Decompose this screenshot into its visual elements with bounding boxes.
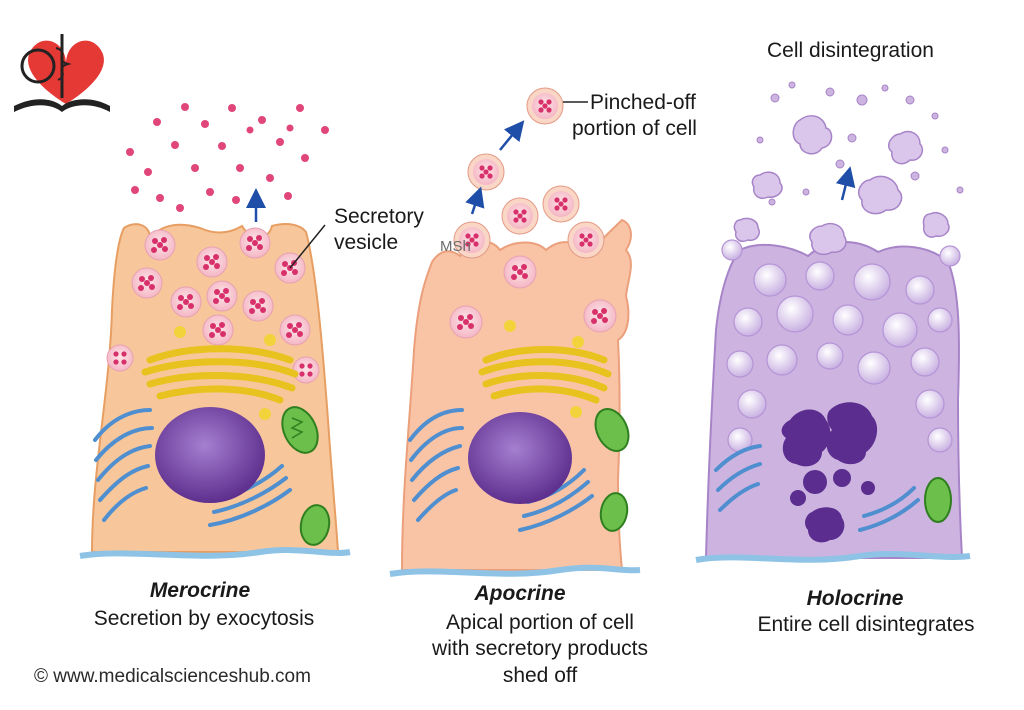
pinched-off-label-line1: Pinched-off <box>590 91 696 114</box>
mitochondrion <box>281 406 331 546</box>
lipid-droplets <box>721 239 961 453</box>
secretory-vesicle-label-line2: vesicle <box>334 231 399 254</box>
apocrine-cell <box>389 87 641 577</box>
apocrine-title: Apocrine <box>474 582 566 605</box>
golgi-apparatus <box>478 320 612 418</box>
copyright-notice: © www.medicalscienceshub.com <box>34 666 311 687</box>
merocrine-caption-line1: Secretion by exocytosis <box>93 607 315 630</box>
basement-membrane <box>389 564 641 577</box>
heart-stethoscope-book-icon <box>14 34 110 112</box>
mitochondrion <box>924 477 952 523</box>
pinched-off-label-line2: portion of cell <box>572 117 697 140</box>
golgi-apparatus <box>141 326 299 420</box>
apocrine-caption-line2: with secretory products <box>432 637 648 660</box>
disintegration-arrow <box>835 166 856 201</box>
holocrine-caption-line1: Entire cell disintegrates <box>757 613 975 636</box>
fragmented-nucleus <box>781 402 878 543</box>
secretory-vesicles <box>449 255 617 339</box>
basement-membrane <box>79 547 351 559</box>
secretory-vesicles <box>106 227 320 384</box>
holocrine-cell <box>695 81 971 563</box>
secretory-vesicle-label-line1: Secretory <box>334 205 424 228</box>
secreted-particles <box>126 103 329 212</box>
apical-arrow-2 <box>499 120 525 151</box>
mitochondrion <box>594 408 630 532</box>
rough-endoplasmic-reticulum <box>408 408 594 532</box>
nucleus <box>155 407 265 503</box>
rough-endoplasmic-reticulum <box>714 444 920 532</box>
apocrine-caption-line1: Apical portion of cell <box>446 611 634 634</box>
nucleus <box>468 412 572 504</box>
holocrine-title: Holocrine <box>806 587 904 610</box>
apocrine-caption-line3: shed off <box>502 664 578 687</box>
msh-label: MSh <box>440 238 471 255</box>
vesicle-leader-line <box>289 224 326 269</box>
cell-disintegration-label: Cell disintegration <box>767 39 934 62</box>
basement-membrane <box>695 551 971 563</box>
cell-fragments <box>733 115 950 256</box>
pinched-off-vesicles <box>453 87 605 259</box>
merocrine-title: Merocrine <box>149 579 251 602</box>
small-particles <box>756 81 964 206</box>
merocrine-cell <box>79 103 351 559</box>
apical-arrow-1 <box>465 186 485 215</box>
